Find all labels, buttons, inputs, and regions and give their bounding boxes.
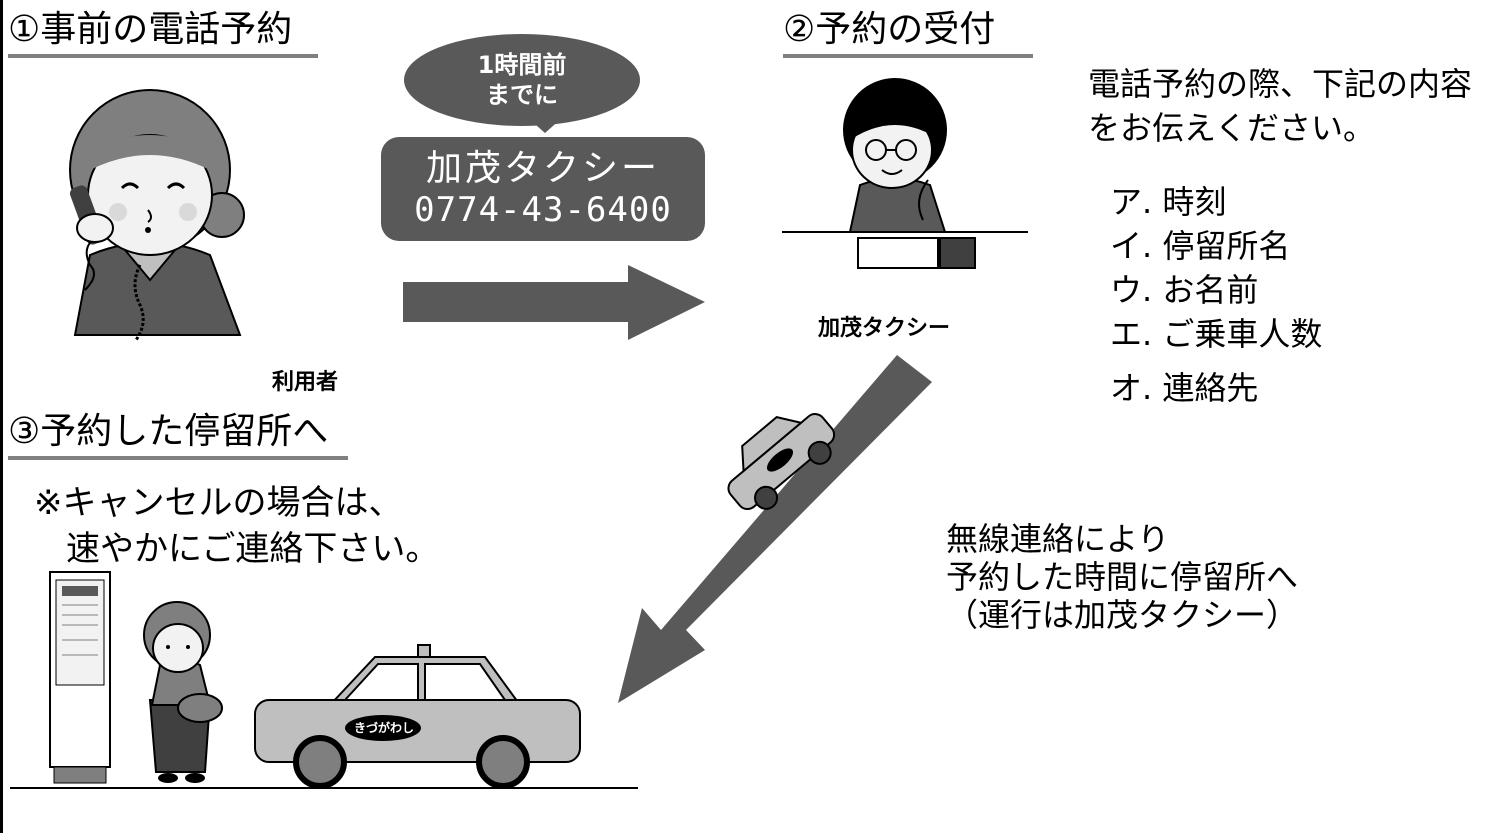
radio-note: 無線連絡により 予約した時間に停留所へ （運行は加茂タクシー） (946, 520, 1298, 634)
cancel-line2: 速やかにご連絡下さい。 (66, 529, 440, 569)
bubble-line2: までに (486, 81, 558, 109)
operator-illustration (843, 78, 976, 269)
info-item: イ. 停留所名 (1110, 227, 1291, 265)
left-border (0, 0, 3, 833)
cancel-line1: ※キャンセルの場合は、 (34, 483, 403, 523)
speech-bubble (404, 34, 640, 133)
taxi-company-name: 加茂タクシー (425, 148, 660, 189)
waiting-woman-illustration (143, 601, 223, 783)
taxi-phone-number: 0774-43-6400 (414, 190, 672, 230)
user-illustration (69, 89, 245, 341)
bubble-text: 1時間前 までに (405, 40, 639, 120)
step2-title: ②予約の受付 (783, 10, 1033, 58)
info-intro: 電話予約の際、下記の内容をお伝えください。 (1088, 65, 1473, 147)
arrow-right (403, 265, 705, 340)
info-list: ア. 時刻 イ. 停留所名 ウ. お名前 エ. ご乗車人数 オ. 連絡先 (1110, 180, 1322, 410)
info-item: ア. 時刻 (1110, 183, 1227, 221)
taxi-car-illustration (254, 644, 581, 789)
taxi-caption: 加茂タクシー (818, 316, 951, 341)
info-item: エ. ご乗車人数 (1110, 315, 1323, 353)
step1-title: ①事前の電話予約 (8, 10, 318, 58)
taxi-contact-box: 加茂タクシー 0774-43-6400 (381, 137, 705, 241)
radio-note-line1: 無線連絡により (946, 520, 1170, 558)
arrow-diagonal (618, 355, 932, 703)
cancel-note: ※キャンセルの場合は、 速やかにご連絡下さい。 (34, 480, 439, 572)
radio-note-line2: 予約した時間に停留所へ (946, 558, 1299, 596)
bus-stop-illustration (49, 571, 111, 784)
radio-note-line3: （運行は加茂タクシー） (946, 596, 1299, 634)
car-sign-label: きづがわし (353, 721, 414, 735)
info-item: オ. 連絡先 (1110, 369, 1259, 407)
step3-title: ③予約した停留所へ (8, 412, 348, 460)
user-caption: 利用者 (272, 370, 339, 395)
small-taxi-illustration (727, 413, 836, 511)
bubble-line1: 1時間前 (477, 51, 567, 79)
info-item: ウ. お名前 (1110, 271, 1259, 309)
